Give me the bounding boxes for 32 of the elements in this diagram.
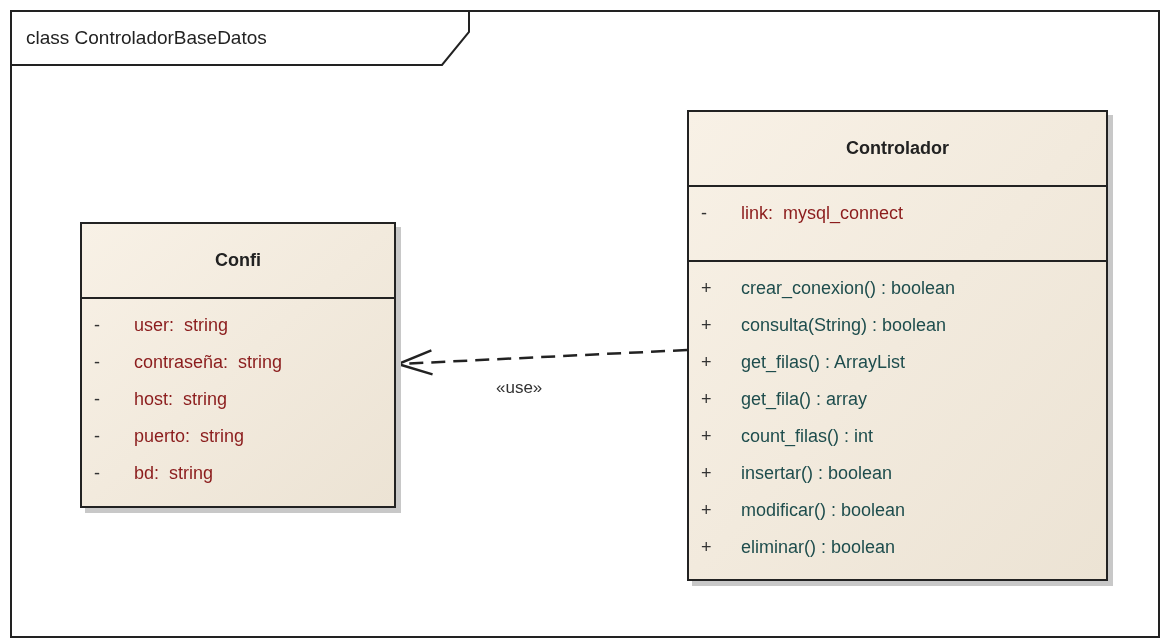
- member-text: insertar() : boolean: [741, 462, 893, 485]
- class-name: Confi: [215, 249, 261, 272]
- visibility-mark: +: [700, 351, 713, 374]
- member-text: puerto: string: [134, 425, 245, 448]
- visibility-mark: +: [700, 314, 713, 337]
- visibility-mark: -: [93, 351, 101, 374]
- visibility-mark: +: [700, 388, 713, 411]
- class-name: Controlador: [846, 137, 949, 160]
- member-text: host: string: [134, 388, 228, 411]
- frame-title: class ControladorBaseDatos: [26, 26, 267, 50]
- member-text: eliminar() : boolean: [741, 536, 896, 559]
- diagram-frame: [10, 10, 1160, 638]
- member-text: get_fila() : array: [741, 388, 868, 412]
- visibility-mark: -: [93, 462, 101, 485]
- member-text: count_filas() : int: [741, 425, 874, 449]
- visibility-mark: +: [700, 462, 713, 485]
- visibility-mark: +: [700, 277, 713, 300]
- member-text: bd: string: [134, 462, 214, 485]
- member-text: link: mysql_connect: [741, 202, 904, 226]
- visibility-mark: -: [93, 425, 101, 448]
- member-text: get_filas() : ArrayList: [741, 351, 906, 375]
- visibility-mark: +: [700, 499, 713, 522]
- visibility-mark: -: [93, 314, 101, 337]
- visibility-mark: +: [700, 536, 713, 559]
- member-text: crear_conexion() : boolean: [741, 277, 956, 301]
- member-text: consulta(String) : boolean: [741, 314, 947, 337]
- visibility-mark: -: [93, 388, 101, 411]
- visibility-mark: -: [700, 202, 708, 225]
- member-text: user: string: [134, 314, 229, 337]
- member-text: contraseña: string: [134, 351, 283, 374]
- member-text: modificar() : boolean: [741, 499, 906, 522]
- visibility-mark: +: [700, 425, 713, 448]
